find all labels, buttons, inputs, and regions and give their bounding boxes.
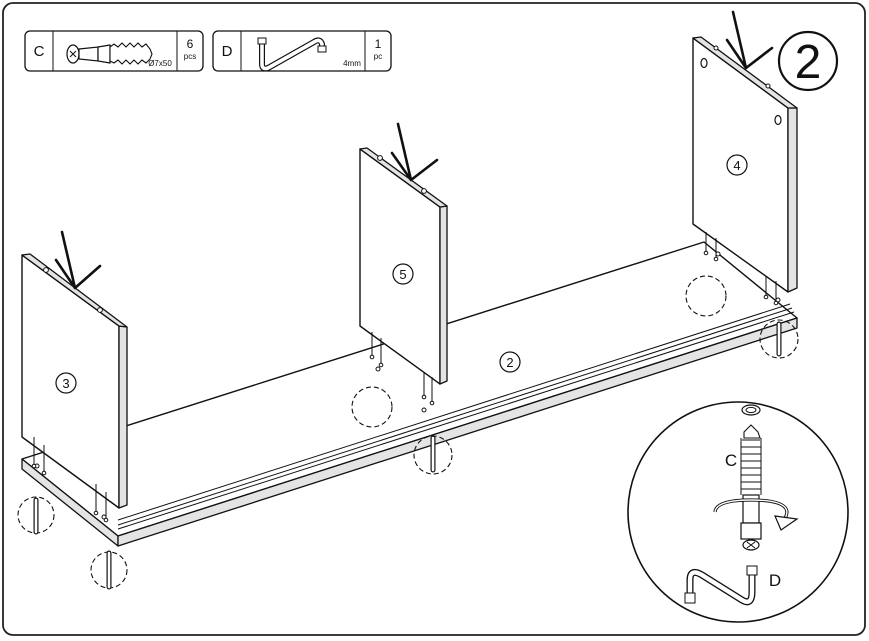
hardware-d-qty: 1 xyxy=(375,37,382,51)
cam-screw-icon xyxy=(66,42,153,65)
hardware-box-c: C Ø7x50 6 pcs xyxy=(24,30,204,72)
hardware-c-qty: 6 xyxy=(187,37,194,51)
hardware-d-unit: pc xyxy=(374,52,382,61)
detail-screw-icon xyxy=(740,424,762,551)
hardware-c-unit: pcs xyxy=(184,52,196,61)
detail-key-label: D xyxy=(769,571,781,590)
hole-marker-right xyxy=(685,275,727,317)
part-label-right: 4 xyxy=(726,154,748,176)
base-board xyxy=(21,241,798,547)
hardware-c-letter: C xyxy=(34,43,45,60)
hole-marker-middle xyxy=(351,386,393,428)
screw-under-right xyxy=(759,319,799,359)
part-label-left: 3 xyxy=(55,372,77,394)
step-badge: 2 xyxy=(777,30,839,92)
part-left-number: 3 xyxy=(62,376,69,391)
part-label-base: 2 xyxy=(499,351,521,373)
part-base-number: 2 xyxy=(506,355,513,370)
part-label-middle: 5 xyxy=(392,263,414,285)
part-right-number: 4 xyxy=(733,158,740,173)
hardware-d-letter: D xyxy=(222,43,233,60)
rotate-clockwise-arrow-icon xyxy=(713,498,799,531)
down-arrow-left xyxy=(54,230,102,290)
allen-key-icon xyxy=(257,37,327,72)
screw-under-left-2 xyxy=(90,550,128,590)
screw-under-left-1 xyxy=(17,496,55,535)
hardware-d-spec: 4mm xyxy=(343,59,361,68)
hardware-c-spec: Ø7x50 xyxy=(148,59,172,68)
part-middle-number: 5 xyxy=(399,267,406,282)
detail-callout: C D xyxy=(627,401,849,623)
detail-screw-label: C xyxy=(725,451,737,470)
hardware-box-d: D 4mm 1 pc xyxy=(212,30,392,72)
detail-allen-key-icon xyxy=(684,565,758,606)
step-number: 2 xyxy=(795,36,822,89)
down-arrow-right xyxy=(725,10,774,70)
down-arrow-middle xyxy=(390,122,439,182)
screw-under-middle xyxy=(413,435,453,475)
